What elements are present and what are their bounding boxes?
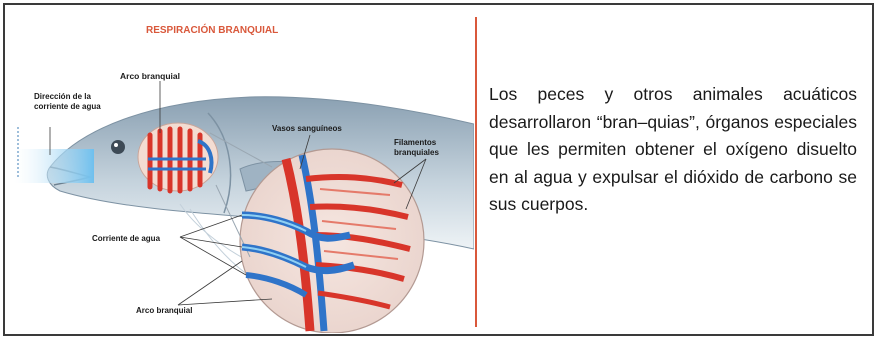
- gills-in-fish: [138, 123, 218, 191]
- figure-frame: RESPIRACIÓN BRANQUIAL Arco branquial Dir…: [3, 3, 874, 336]
- divider-line: [475, 17, 477, 327]
- label-direccion-line1: Dirección de la: [34, 92, 91, 101]
- label-filamentos-line2: branquiales: [394, 148, 439, 157]
- label-corriente-de-agua: Corriente de agua: [92, 234, 161, 243]
- label-vasos-sanguineos: Vasos sanguíneos: [272, 124, 342, 133]
- label-arco-branquial-bottom: Arco branquial: [136, 306, 192, 315]
- label-direccion-line2: corriente de agua: [34, 102, 101, 111]
- label-filamentos-line1: Filamentos: [394, 138, 437, 147]
- diagram-title: RESPIRACIÓN BRANQUIAL: [146, 23, 278, 36]
- description-paragraph: Los peces y otros animales acuáticos des…: [489, 81, 857, 219]
- water-current: [14, 127, 94, 183]
- fish-eye: [111, 140, 125, 154]
- label-arco-branquial-top: Arco branquial: [120, 71, 180, 81]
- gill-respiration-diagram: RESPIRACIÓN BRANQUIAL Arco branquial Dir…: [10, 9, 474, 333]
